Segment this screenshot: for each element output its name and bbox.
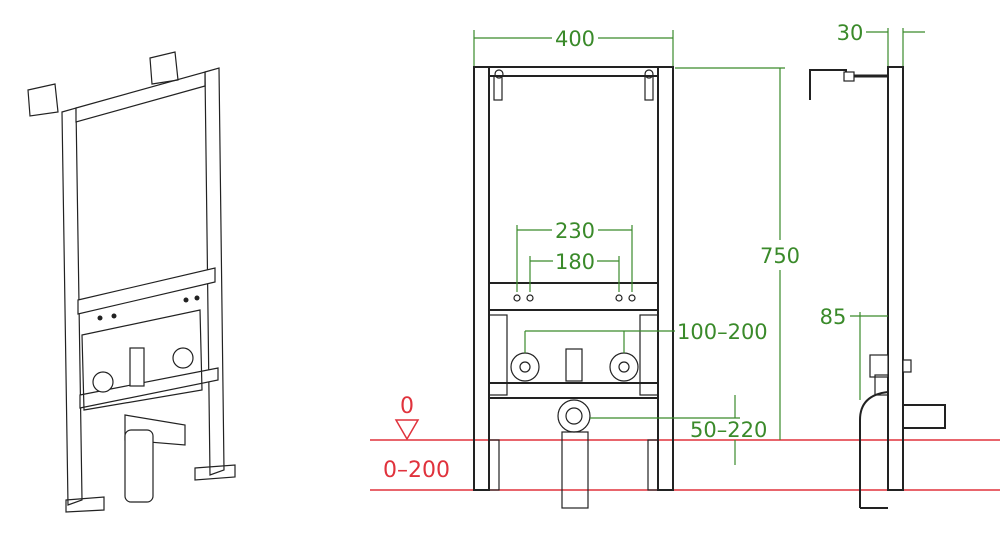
side-dimensions: 30 85 — [820, 21, 925, 400]
hole-spacing-outer-dimension: 230 — [555, 219, 595, 243]
front-view — [473, 66, 674, 509]
level-triangle-icon — [394, 419, 420, 441]
isometric-view — [27, 51, 236, 513]
mount-hole — [97, 315, 103, 321]
side-view — [809, 66, 946, 509]
connection-spacing-dimension: 100–200 — [677, 320, 768, 344]
height-dimension: 750 — [760, 244, 800, 268]
hole-spacing-inner-dimension: 180 — [555, 250, 595, 274]
mount-hole — [183, 297, 189, 303]
depth-top-dimension: 30 — [837, 21, 864, 45]
front-dimensions: 400 750 230 180 100–200 50–220 — [473, 27, 800, 465]
zero-level-label: 0 — [400, 394, 414, 419]
mount-hole — [194, 295, 200, 301]
width-dimension: 400 — [555, 27, 595, 51]
drain-height-dimension: 50–220 — [690, 418, 767, 442]
mount-hole — [111, 313, 117, 319]
depth-pipe-dimension: 85 — [820, 305, 847, 329]
leg-adjust-label: 0–200 — [383, 458, 450, 483]
